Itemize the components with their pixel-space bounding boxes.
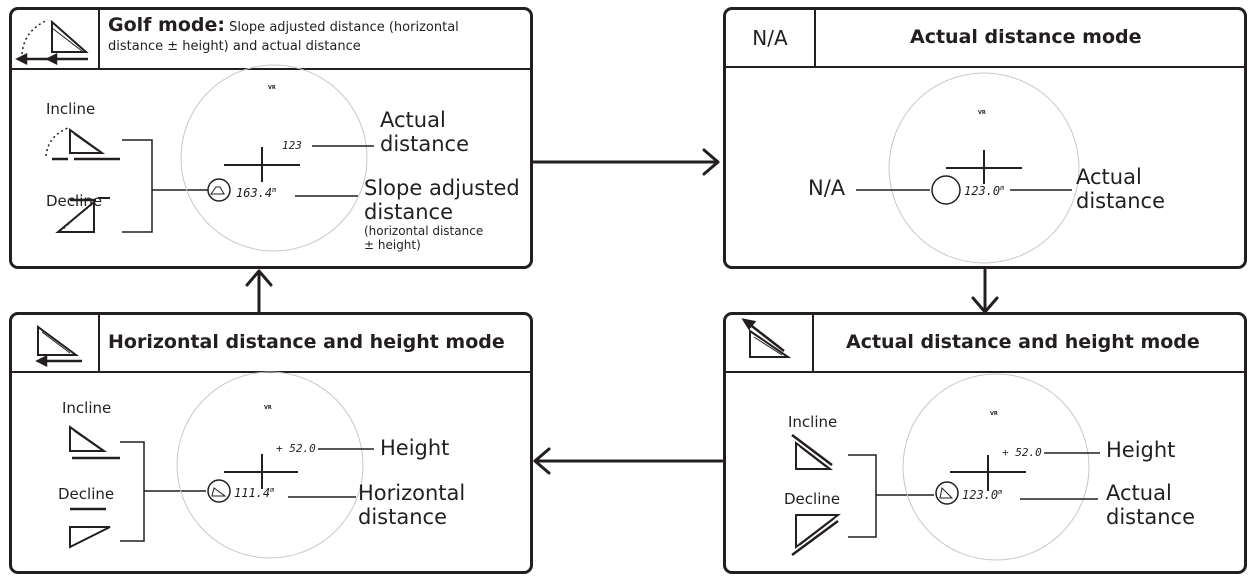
golf-label-slope-1: Slope adjusted bbox=[364, 176, 520, 200]
golf-slope-icon bbox=[15, 19, 89, 66]
golf-label-slope-2: distance bbox=[364, 200, 453, 224]
golf-mode-panel: Golf mode: Slope adjusted distance (hori… bbox=[9, 7, 533, 269]
golf-label-actual-1: Actual bbox=[380, 108, 446, 132]
golf-mode-desc-2: distance ± height) and actual distance bbox=[108, 39, 361, 54]
actual-distance-icon bbox=[741, 318, 792, 358]
golf-mode-title: Golf mode: bbox=[108, 14, 225, 36]
golf-mode-icon-cell bbox=[12, 10, 100, 68]
horizontal-mode-icon-cell bbox=[12, 315, 100, 371]
golf-diagram-lines bbox=[45, 64, 374, 252]
golf-mode-desc-1: Slope adjusted distance (horizontal bbox=[224, 20, 459, 35]
golf-readout-actual: 123 bbox=[282, 139, 302, 152]
horizontal-label-horiz-2: distance bbox=[358, 505, 447, 529]
actual-label-1: Actual bbox=[1076, 165, 1142, 189]
actual-na-label: N/A bbox=[808, 176, 846, 200]
golf-label-actual-2: distance bbox=[380, 132, 469, 156]
horizontal-height-mode-panel: Horizontal distance and height mode Incl… bbox=[9, 312, 533, 574]
actual-height-decline-label: Decline bbox=[784, 490, 841, 508]
golf-readout-slope: 163.4m bbox=[236, 186, 277, 200]
horizontal-label-horiz-1: Horizontal bbox=[358, 481, 466, 505]
actual-height-readout-distance: 123.0m bbox=[962, 488, 1003, 502]
actual-label-2: distance bbox=[1076, 189, 1165, 213]
actual-mode-header: N/A Actual distance mode bbox=[726, 10, 1244, 68]
golf-vr-indicator: VR bbox=[268, 85, 276, 91]
actual-height-vr-indicator: VR bbox=[990, 411, 998, 417]
actual-mode-na-cell: N/A bbox=[726, 10, 816, 66]
actual-height-mode-panel: Actual distance and height mode Incline … bbox=[723, 312, 1247, 574]
actual-vr-indicator: VR bbox=[978, 110, 986, 116]
horizontal-readout-distance: 111.4m bbox=[234, 486, 275, 500]
actual-height-mode-title: Actual distance and height mode bbox=[846, 331, 1200, 353]
horizontal-distance-icon bbox=[35, 325, 82, 368]
horizontal-diagram-lines bbox=[69, 371, 374, 559]
actual-readout: 123.0m bbox=[964, 184, 1005, 198]
actual-height-label-height: Height bbox=[1106, 438, 1176, 462]
golf-decline-label: Decline bbox=[46, 192, 103, 210]
horizontal-vr-indicator: VR bbox=[264, 405, 272, 411]
horizontal-incline-label: Incline bbox=[62, 399, 112, 417]
golf-mode-header: Golf mode: Slope adjusted distance (hori… bbox=[12, 10, 530, 70]
horizontal-readout-height: + 52.0 bbox=[276, 442, 316, 455]
actual-height-mode-header: Actual distance and height mode bbox=[726, 315, 1244, 373]
golf-label-slope-3: (horizontal distance bbox=[364, 224, 484, 238]
actual-height-incline-label: Incline bbox=[788, 413, 838, 431]
actual-height-mode-icon-cell bbox=[726, 315, 814, 371]
golf-label-slope-4: ± height) bbox=[364, 238, 421, 252]
actual-height-diagram-lines bbox=[791, 373, 1100, 561]
actual-height-label-actual-2: distance bbox=[1106, 505, 1195, 529]
horizontal-mode-title: Horizontal distance and height mode bbox=[108, 331, 505, 353]
golf-incline-label: Incline bbox=[46, 100, 96, 118]
horizontal-decline-label: Decline bbox=[58, 485, 115, 503]
horizontal-label-height: Height bbox=[380, 436, 450, 460]
actual-mode-title: Actual distance mode bbox=[910, 26, 1142, 48]
actual-diagram-lines bbox=[856, 72, 1080, 264]
actual-height-label-actual-1: Actual bbox=[1106, 481, 1172, 505]
actual-height-readout-height: + 52.0 bbox=[1002, 446, 1042, 459]
actual-distance-mode-panel: N/A Actual distance mode VR N/A 123.0m A… bbox=[723, 7, 1247, 269]
